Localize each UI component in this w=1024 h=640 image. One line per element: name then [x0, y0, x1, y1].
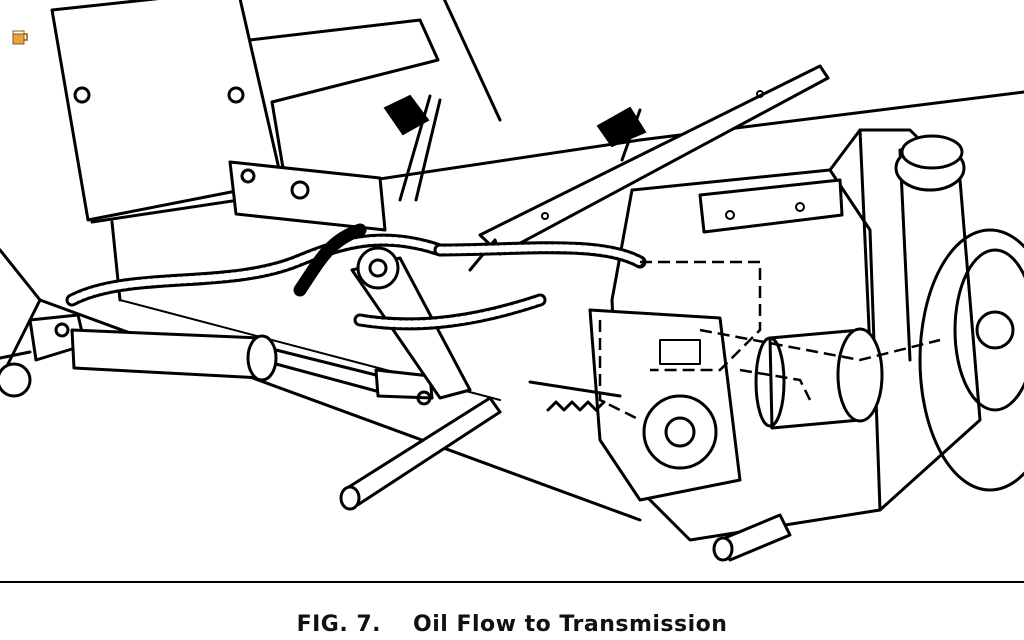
control-valve — [228, 160, 387, 232]
output-shaft — [712, 513, 792, 562]
cross-rod — [339, 396, 502, 511]
figure-caption: FIG. 7. Oil Flow to Transmission — [0, 612, 1024, 640]
mug-icon — [12, 30, 28, 45]
filler-cap — [894, 134, 966, 192]
oil-flow-paths — [598, 260, 941, 422]
return-spring — [528, 380, 622, 412]
wheel-hub — [918, 228, 1024, 492]
hydraulic-cylinder — [70, 328, 434, 406]
figure-title: Oil Flow to Transmission — [413, 612, 728, 637]
tie-rod-end — [0, 313, 87, 398]
figure-number: FIG. 7. — [296, 612, 382, 637]
control-lever-left — [383, 94, 442, 202]
oil-hoses — [65, 223, 647, 331]
control-lever-right — [596, 106, 647, 162]
oil-filter — [754, 327, 884, 430]
charge-pump — [588, 308, 742, 502]
